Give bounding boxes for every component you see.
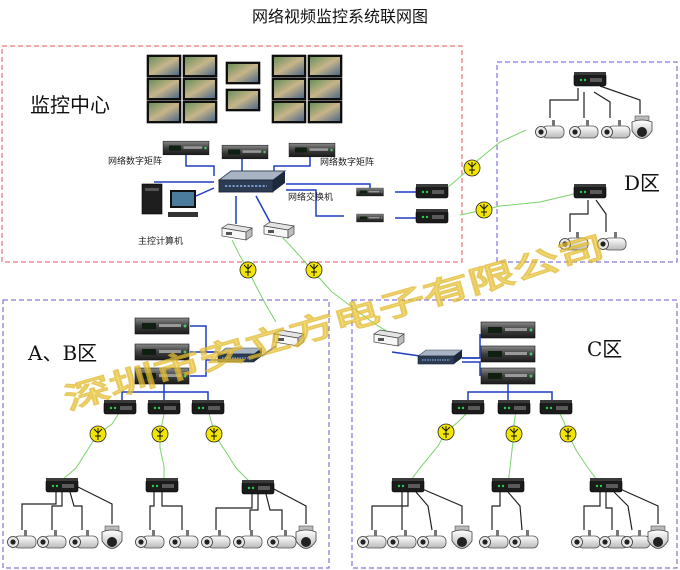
control-center-label: 监控中心 (30, 93, 110, 117)
matrix-left-label: 网络数字矩阵 (108, 155, 162, 167)
zone-d-label: D区 (624, 171, 660, 195)
network-cables (121, 145, 553, 402)
matrix-decoders (162, 140, 336, 160)
video-wall (146, 54, 343, 124)
switch-label: 网络交换机 (288, 191, 333, 203)
camera-wires (21, 85, 659, 531)
host-computer-icon (141, 183, 198, 217)
zone-ab-frame (2, 299, 330, 569)
zone-ab-label: A、B区 (27, 341, 97, 365)
core-switch-icon (218, 170, 286, 193)
zone-d-frame (496, 61, 678, 263)
control-center-frame (1, 45, 463, 263)
diagram-title: 网络视频监控系统联网图 (252, 7, 428, 26)
zone-c-frame (351, 299, 678, 569)
zone-c-label: C区 (587, 337, 622, 361)
center-recorders (356, 183, 449, 224)
matrix-right-label: 网络数字矩阵 (320, 156, 374, 168)
center-media-converters (221, 221, 295, 241)
host-label: 主控计算机 (138, 235, 183, 247)
